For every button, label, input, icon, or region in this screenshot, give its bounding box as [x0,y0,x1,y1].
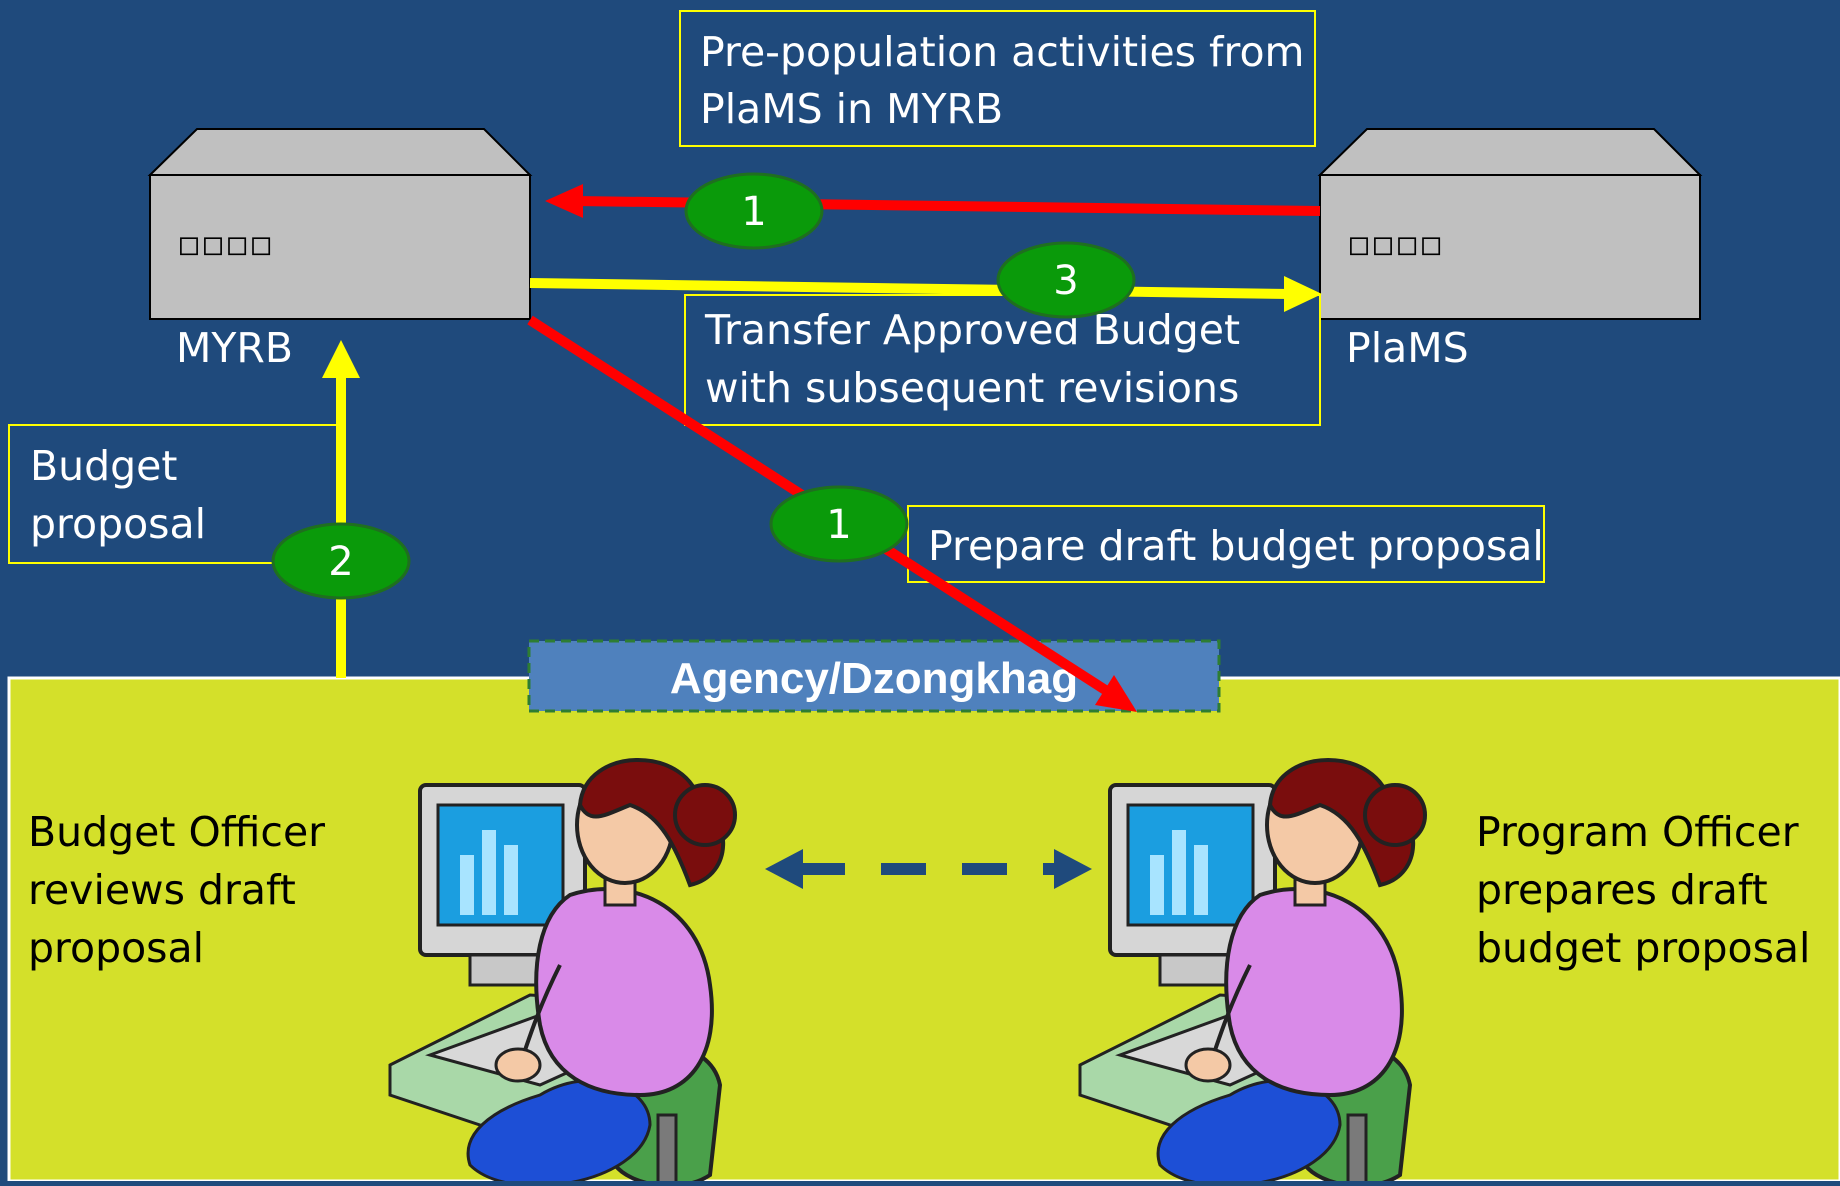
arrow-head-diagonal [1095,675,1137,712]
arrow-head-up [322,340,360,378]
budget-officer-line1: Budget Officer [28,808,325,856]
step-badge-2-label: 2 [328,539,353,585]
prepare-draft-box [907,505,1545,583]
step-badge-1-mid-label: 1 [826,502,851,548]
agency-banner-label: Agency/Dzongkhag [670,654,1078,703]
plams-indicator-lights: □□□□ [1350,227,1446,262]
collaboration-arrow-head-left [765,849,803,889]
budget-proposal-line2: proposal [30,500,206,548]
program-officer-line1: Program Officer [1476,808,1799,856]
step-badge-1-top: 1 [684,172,824,250]
agency-area [7,676,1840,1183]
arrow-transfer-budget [529,278,1291,299]
step-badge-2: 2 [271,522,411,600]
step-badge-1-top-label: 1 [741,189,766,235]
myrb-label: MYRB [176,324,293,372]
prepare-draft-label: Prepare draft budget proposal [928,522,1544,570]
step-badge-1-mid: 1 [769,485,909,563]
budget-proposal-line1: Budget [30,442,177,490]
step-badge-3: 3 [996,241,1136,319]
myrb-indicator-lights: □□□□ [180,227,276,262]
budget-officer-line2: reviews draft [28,866,296,914]
myrb-server: □□□□ [147,128,533,320]
prepopulation-box [679,10,1316,147]
step-badge-3-label: 3 [1053,258,1078,304]
plams-server: □□□□ [1317,128,1703,320]
prepopulation-line1: Pre-population activities from [700,28,1304,76]
transfer-line1: Transfer Approved Budget [704,306,1240,354]
transfer-line2: with subsequent revisions [705,364,1239,412]
prepopulation-line2: PlaMS in MYRB [700,85,1003,133]
program-officer-line3: budget proposal [1476,924,1810,972]
plams-label: PlaMS [1346,324,1469,372]
budget-officer-line3: proposal [28,924,204,972]
program-officer-line2: prepares draft [1476,866,1768,914]
collaboration-arrow-head-right [1054,849,1092,889]
arrow-head-left [545,184,583,218]
budget-proposal-box [8,424,341,564]
